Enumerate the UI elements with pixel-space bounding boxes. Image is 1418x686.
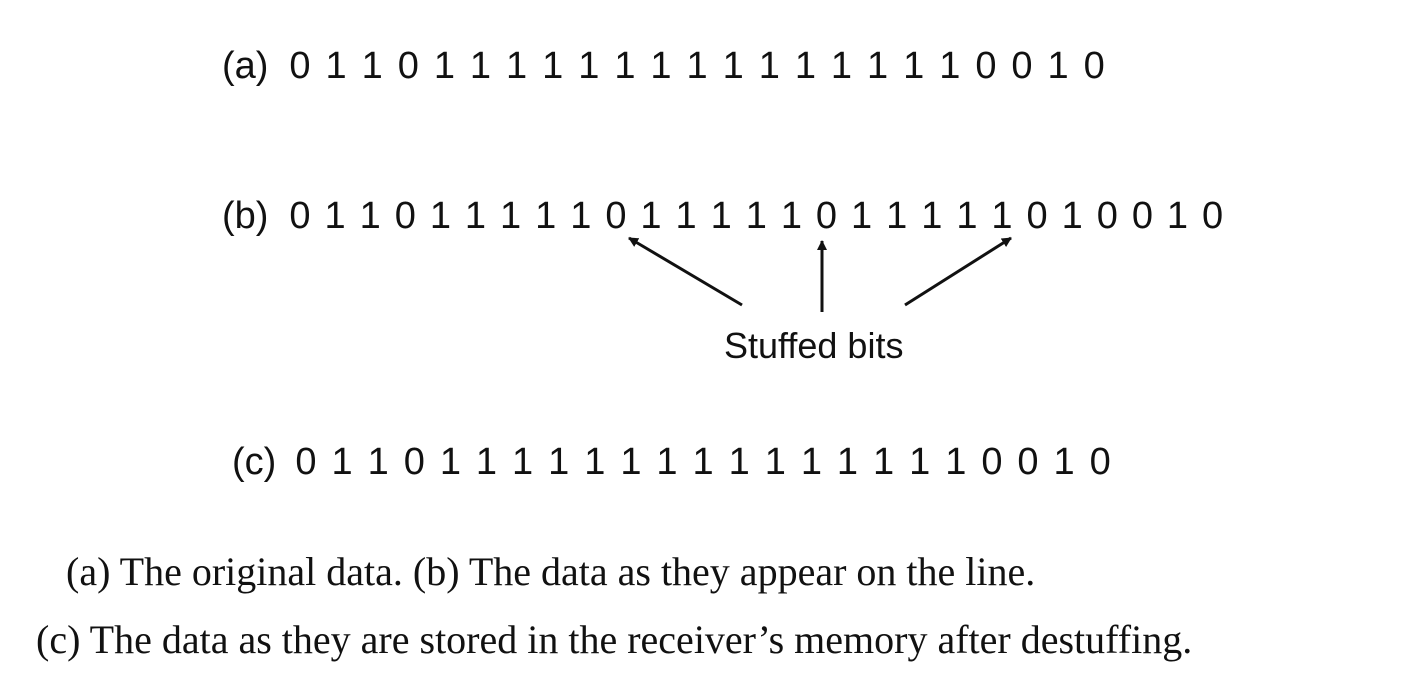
bit: 1 [640, 195, 662, 237]
row-label-c: (c) [232, 441, 277, 483]
bit: 0 [397, 45, 419, 87]
bit: 1 [614, 45, 636, 87]
bit: 1 [439, 441, 461, 483]
bit: 1 [570, 195, 592, 237]
bit: 0 [1131, 195, 1153, 237]
bit: 1 [1047, 45, 1069, 87]
bit: 1 [945, 441, 967, 483]
bit: 1 [542, 45, 564, 87]
bit: 1 [650, 45, 672, 87]
bit: 0 [1096, 195, 1118, 237]
bit: 1 [745, 195, 767, 237]
bit: 1 [429, 195, 451, 237]
bit: 1 [361, 45, 383, 87]
bit: 1 [764, 441, 786, 483]
bit: 1 [578, 45, 600, 87]
bit: 1 [836, 441, 859, 483]
bit: 0 [1089, 441, 1111, 483]
bit: 1 [686, 45, 708, 87]
bit: 1 [1061, 195, 1083, 237]
bit: 0 [394, 195, 416, 237]
bit: 1 [325, 45, 347, 87]
bit: 1 [475, 441, 498, 483]
bit: 1 [500, 195, 522, 237]
bit: 1 [867, 45, 889, 87]
bit: 1 [921, 195, 943, 237]
bit: 1 [851, 195, 873, 237]
bit: 1 [1166, 195, 1189, 237]
bit: 0 [403, 441, 425, 483]
bit: 1 [886, 195, 908, 237]
bit: 1 [728, 441, 750, 483]
stuffed-bits-label: Stuffed bits [724, 325, 904, 366]
bit: 0 [975, 45, 997, 87]
bit: 1 [535, 195, 557, 237]
bit: 0 [981, 441, 1003, 483]
bit: 1 [800, 441, 822, 483]
stuffed-bit: 0 [1026, 195, 1048, 237]
bit: 0 [289, 45, 311, 87]
bit: 1 [956, 195, 978, 237]
caption-line-1: (a) The original data. (b) The data as t… [66, 549, 1036, 594]
bit: 1 [331, 441, 353, 483]
bit: 1 [722, 45, 744, 87]
arrow-left [628, 236, 743, 307]
row-label-a: (a) [222, 45, 269, 87]
bit: 0 [1017, 441, 1039, 483]
bit: 1 [830, 45, 853, 87]
caption-line-2: (c) The data as they are stored in the r… [36, 617, 1193, 662]
bit: 0 [295, 441, 317, 483]
bit: 1 [359, 195, 381, 237]
bit: 0 [1083, 45, 1105, 87]
bit: 0 [289, 195, 311, 237]
bit: 1 [1053, 441, 1075, 483]
bit: 1 [512, 441, 534, 483]
bit: 1 [656, 441, 678, 483]
bit: 1 [584, 441, 606, 483]
bit: 1 [506, 45, 528, 87]
bit: 1 [469, 45, 492, 87]
bit: 1 [367, 441, 389, 483]
bit: 1 [939, 45, 961, 87]
bit: 1 [692, 441, 714, 483]
bit: 1 [675, 195, 697, 237]
arrow-right [904, 236, 1012, 307]
bit: 0 [1011, 45, 1033, 87]
bit: 1 [758, 45, 780, 87]
bit: 1 [794, 45, 816, 87]
bit: 1 [464, 195, 487, 237]
bit: 1 [620, 441, 642, 483]
bit: 1 [324, 195, 346, 237]
bit: 1 [873, 441, 895, 483]
bit: 0 [1202, 195, 1224, 237]
stuffed-bit: 0 [605, 195, 627, 237]
row-label-b: (b) [222, 195, 269, 237]
bit: 1 [903, 45, 925, 87]
stuffed-bit: 0 [815, 195, 838, 237]
bit: 1 [433, 45, 455, 87]
bit: 1 [710, 195, 732, 237]
bit: 1 [780, 195, 802, 237]
bit: 1 [909, 441, 931, 483]
bit: 1 [991, 195, 1013, 237]
bit: 1 [548, 441, 570, 483]
